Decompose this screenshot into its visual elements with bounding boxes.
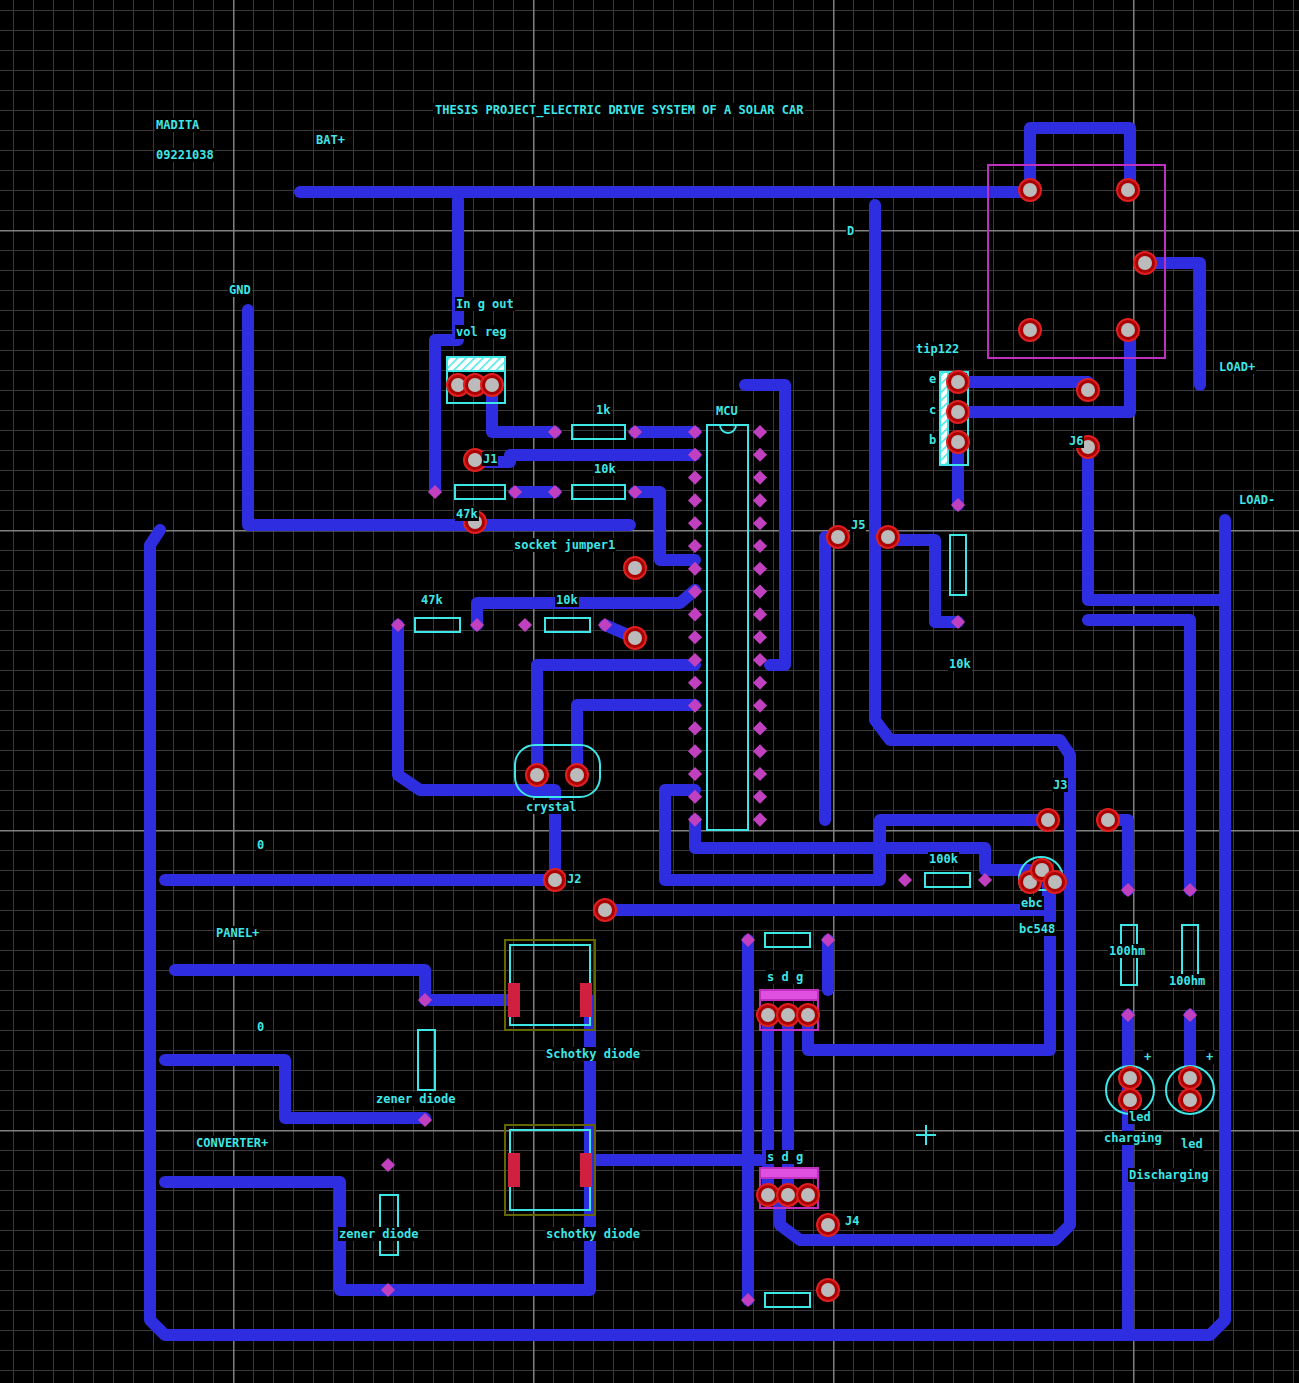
regulator-outline [447, 357, 505, 403]
resistor-symbol [415, 618, 460, 632]
mosfet-tab [760, 1168, 818, 1178]
pcb-label: 10k [593, 462, 617, 476]
pcb-label: J5 [850, 518, 866, 532]
pcb-label: 0 [256, 838, 265, 852]
pcb-label: PANEL+ [215, 926, 260, 940]
mcu-notch [720, 425, 736, 433]
pcb-label: MADITA [155, 118, 200, 132]
led-outline [1106, 1066, 1154, 1114]
pcb-label: J4 [844, 1214, 860, 1228]
pcb-label: + [1205, 1050, 1214, 1064]
resistor-symbol [455, 485, 505, 499]
component-outlines [380, 165, 1214, 1307]
resistor-symbol [950, 535, 966, 595]
pcb-label: crystal [525, 800, 578, 814]
pcb-label: 1k [595, 403, 611, 417]
regulator-tab [447, 357, 505, 371]
pcb-label: 10k [555, 593, 579, 607]
led-outline [1166, 1066, 1214, 1114]
pcb-label: J2 [566, 872, 582, 886]
resistor-symbol [572, 425, 625, 439]
pcb-label: 10k [948, 657, 972, 671]
pcb-label: charging [1103, 1131, 1163, 1145]
resistor-symbol [545, 618, 590, 632]
pcb-label: J1 [482, 452, 498, 466]
resistor-symbol [765, 933, 810, 947]
resistor-symbol [572, 485, 625, 499]
pcb-label: BAT+ [315, 133, 346, 147]
pcb-label: 100k [928, 852, 959, 866]
diode-courtyard [505, 1125, 595, 1215]
pcb-label: GND [228, 283, 252, 297]
pcb-label: led [1180, 1137, 1204, 1151]
smd-pads [508, 983, 592, 1187]
pcb-label: Schotky diode [545, 1047, 641, 1061]
pcb-label: 47k [455, 507, 479, 521]
board-title: THESIS PROJECT_ELECTRIC DRIVE SYSTEM OF … [433, 103, 805, 117]
pcb-label: led [1128, 1110, 1152, 1124]
pcb-label: D [846, 224, 855, 238]
pcb-label: 09221038 [155, 148, 215, 162]
pcb-label: bc548 [1018, 922, 1056, 936]
pcb-label: Discharging [1128, 1168, 1209, 1182]
pcb-label: J3 [1052, 778, 1068, 792]
mcu-outline [707, 425, 748, 830]
transistor-outline [940, 372, 968, 465]
pcb-label: b [928, 433, 937, 447]
resistor-symbol [925, 873, 970, 887]
diode-outline [510, 1130, 590, 1210]
mosfet-tab [760, 990, 818, 1000]
pcb-label: zener diode [375, 1092, 456, 1106]
relay-outline [988, 165, 1165, 358]
diode-courtyard [505, 940, 595, 1030]
diode-outline [510, 945, 590, 1025]
pcb-label: In g out [455, 297, 515, 311]
origin-mark [916, 1134, 936, 1136]
pcb-label: 100hm [1108, 944, 1146, 958]
pcb-label: LOAD- [1238, 493, 1276, 507]
pcb-label: + [1143, 1050, 1152, 1064]
pcb-label: schotky diode [545, 1227, 641, 1241]
pcb-label: c [928, 403, 937, 417]
pcb-label: J6 [1068, 434, 1084, 448]
pcb-label: s d g [766, 970, 804, 984]
pcb-label: 0 [256, 1020, 265, 1034]
pcb-label: zener diode [338, 1227, 419, 1241]
pcb-label: CONVERTER+ [195, 1136, 269, 1150]
crystal-outline [515, 745, 600, 797]
resistor-symbol [765, 1293, 810, 1307]
pcb-label: ebc [1020, 896, 1044, 910]
pcb-label: vol reg [455, 325, 508, 339]
pcb-label: LOAD+ [1218, 360, 1256, 374]
pcb-label: s d g [766, 1150, 804, 1164]
zener-symbol [380, 1195, 398, 1255]
pcb-label: tip122 [915, 342, 960, 356]
pcb-label: 47k [420, 593, 444, 607]
pcb-label: socket jumper1 [513, 538, 616, 552]
pcb-label: 100hm [1168, 974, 1206, 988]
zener-symbol [418, 1030, 435, 1090]
pcb-label: MCU [715, 404, 739, 418]
traces [150, 128, 1225, 1335]
pcb-label: e [928, 372, 937, 386]
pads [381, 179, 1201, 1307]
